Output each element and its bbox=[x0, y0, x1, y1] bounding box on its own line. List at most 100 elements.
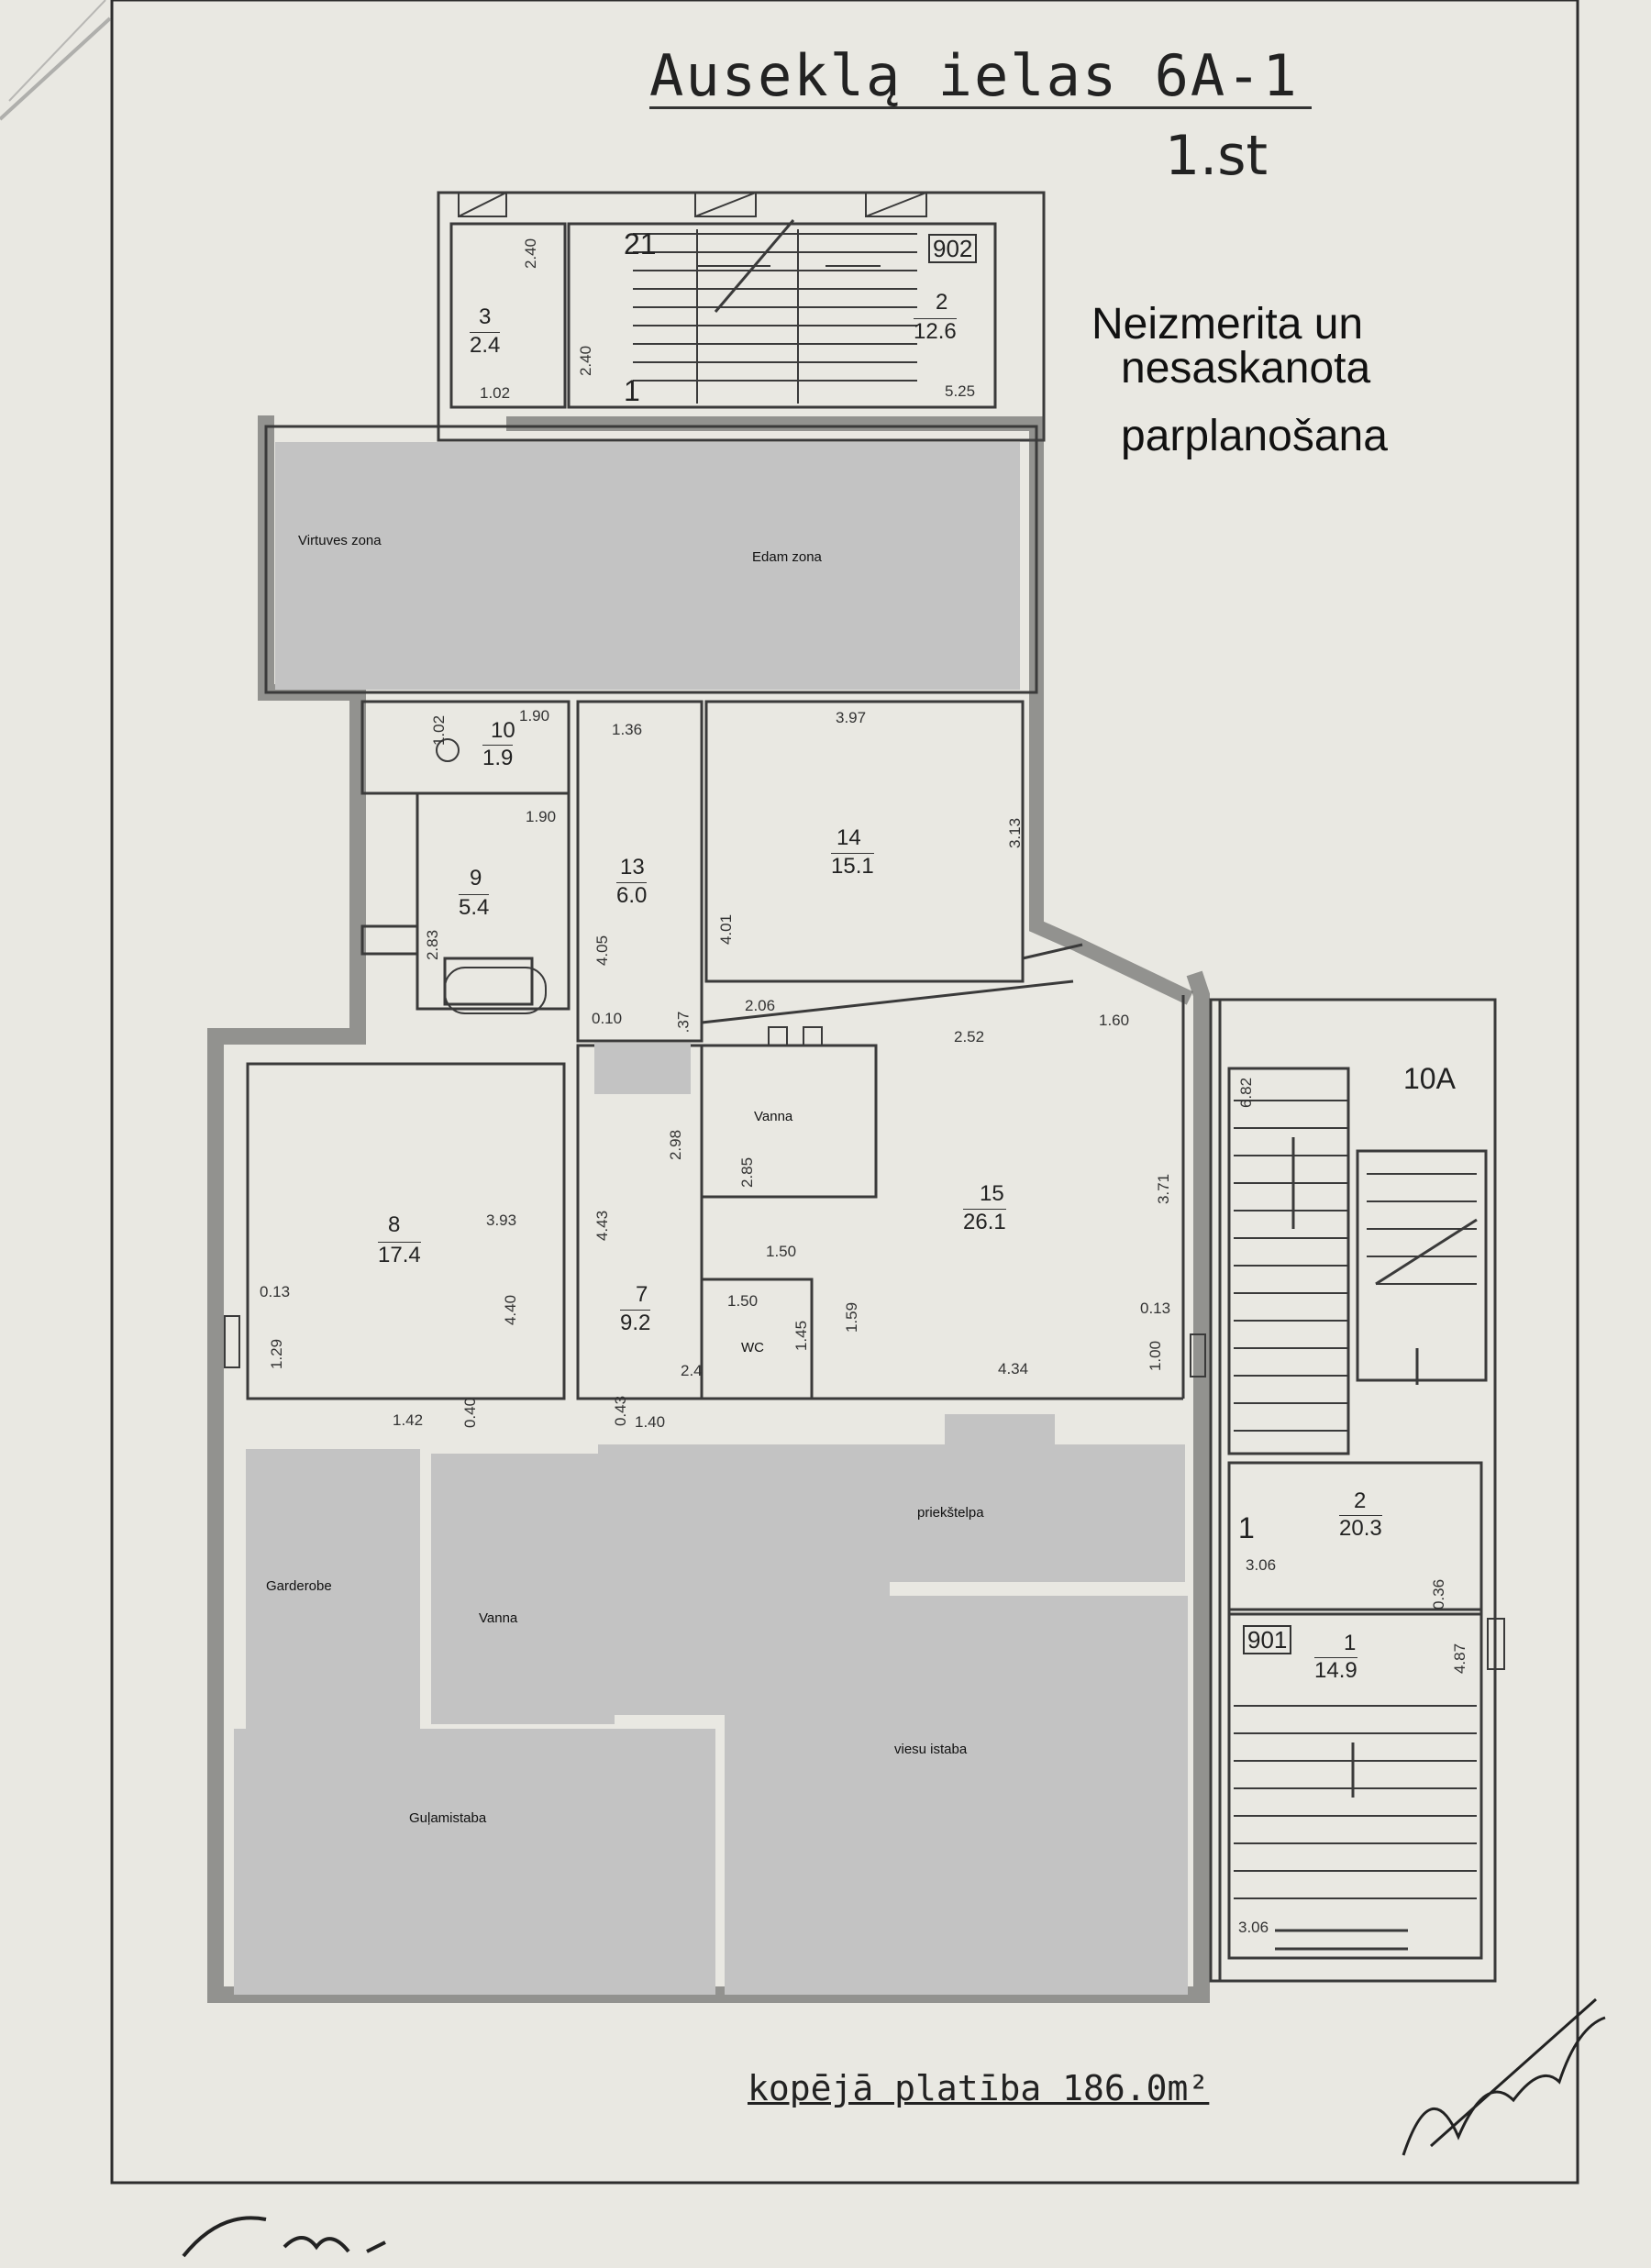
label-wc: WC bbox=[741, 1340, 764, 1355]
room-3-area: 2.4 bbox=[470, 332, 501, 358]
room-1-number: 1 bbox=[1344, 1631, 1357, 1655]
room-10-area: 1.9 bbox=[482, 745, 514, 770]
dim-4-43: 4.43 bbox=[593, 1210, 612, 1242]
dim-0-43: 0.43 bbox=[612, 1395, 630, 1427]
dim-1-60: 1.60 bbox=[1099, 1012, 1130, 1029]
dim-2-40-a: 2.40 bbox=[522, 238, 540, 270]
total-area-label: kopējā platība 186.0m² bbox=[748, 2068, 1210, 2108]
dim-1-50-a: 1.50 bbox=[766, 1243, 797, 1260]
dim-3-93: 3.93 bbox=[486, 1211, 517, 1229]
fixture-square bbox=[803, 1026, 823, 1046]
scan-streak bbox=[0, 17, 112, 121]
window-marker bbox=[224, 1315, 240, 1368]
note-line-2: nesaskanota bbox=[1121, 344, 1371, 393]
room-15-number: 15 bbox=[980, 1181, 1004, 1206]
unit-10A-label: 10A bbox=[1403, 1062, 1456, 1095]
signature-bottom-right bbox=[1402, 1997, 1606, 2156]
note-line-1: Neizmerita un bbox=[1091, 300, 1364, 348]
label-bath-lower: Vanna bbox=[479, 1610, 518, 1626]
room-13-area: 6.0 bbox=[616, 882, 648, 908]
right-stair-treads bbox=[1234, 1100, 1478, 1899]
room-8-area: 17.4 bbox=[378, 1242, 421, 1267]
bathtub-fixture bbox=[444, 967, 547, 1014]
dim-1-36: 1.36 bbox=[612, 721, 643, 738]
note-line-3: parplanošana bbox=[1121, 412, 1388, 460]
signature-bottom-left bbox=[182, 2216, 386, 2258]
dim-1-29: 1.29 bbox=[268, 1338, 286, 1370]
label-hall: priekštelpa bbox=[917, 1505, 984, 1521]
stair-code-901: 901 bbox=[1243, 1625, 1292, 1654]
dim-1-59: 1.59 bbox=[843, 1301, 861, 1333]
room-14-area: 15.1 bbox=[831, 853, 874, 879]
dim-0-37: .37 bbox=[674, 1011, 693, 1034]
inner-walls bbox=[246, 425, 1497, 1983]
dim-2-40-b: 2.40 bbox=[577, 345, 595, 377]
dim-2-98: 2.98 bbox=[667, 1129, 685, 1161]
dim-1-90-a: 1.90 bbox=[519, 707, 550, 725]
room-9-number: 9 bbox=[470, 866, 482, 891]
dim-0-36: 0.36 bbox=[1430, 1578, 1448, 1610]
dim-0-10: 0.10 bbox=[592, 1010, 623, 1027]
dim-2-06: 2.06 bbox=[745, 997, 776, 1014]
dim-0-13-b: 0.13 bbox=[1140, 1300, 1171, 1317]
dim-1-45: 1.45 bbox=[792, 1320, 811, 1352]
dim-1-42: 1.42 bbox=[393, 1411, 424, 1429]
label-living-room: viesu istaba bbox=[894, 1742, 968, 1757]
label-wardrobe: Garderobe bbox=[266, 1578, 332, 1594]
dim-3-97: 3.97 bbox=[836, 709, 867, 726]
dim-3-06-b: 3.06 bbox=[1238, 1919, 1269, 1936]
room-2-top-area: 12.6 bbox=[914, 318, 957, 344]
dim-2-85: 2.85 bbox=[738, 1156, 757, 1189]
window-marker bbox=[1190, 1333, 1206, 1377]
dim-3-71: 3.71 bbox=[1155, 1173, 1173, 1205]
room-2-top-number: 2 bbox=[936, 290, 948, 315]
dim-4-05: 4.05 bbox=[593, 935, 612, 967]
room-10-number: 10 bbox=[491, 718, 515, 743]
plan-title: Auseklą ielas 6A-1 bbox=[649, 42, 1299, 109]
dim-1-02: 1.02 bbox=[480, 384, 511, 402]
dim-0-13-a: 0.13 bbox=[260, 1283, 291, 1300]
dim-1-40: 1.40 bbox=[635, 1413, 666, 1431]
label-bedroom: Guļamistaba bbox=[409, 1810, 487, 1826]
fixture-square bbox=[768, 1026, 788, 1046]
room-1-area: 14.9 bbox=[1314, 1657, 1357, 1683]
drawing-border bbox=[110, 0, 1579, 2185]
room-7-number: 7 bbox=[636, 1282, 648, 1307]
room-2-right-number: 2 bbox=[1354, 1488, 1367, 1513]
dim-1-90-b: 1.90 bbox=[526, 808, 557, 825]
room-2-right-area: 20.3 bbox=[1339, 1515, 1382, 1541]
dim-0-40: 0.40 bbox=[461, 1397, 480, 1429]
room-14-number: 14 bbox=[837, 825, 861, 850]
label-kitchen-zone: Virtuves zona bbox=[298, 533, 382, 548]
label-dining-zone: Edam zona bbox=[752, 549, 822, 565]
dim-2-4: 2.4 bbox=[681, 1362, 703, 1379]
room-13-number: 13 bbox=[620, 855, 645, 880]
dim-1-00: 1.00 bbox=[1147, 1340, 1165, 1372]
dim-4-01: 4.01 bbox=[717, 913, 736, 946]
scan-streak bbox=[8, 0, 106, 102]
room-3-number: 3 bbox=[479, 304, 492, 329]
floor-label: 1.st bbox=[1165, 124, 1269, 188]
dim-6-82: 6.82 bbox=[1237, 1077, 1256, 1109]
dim-1-02-b: 1.02 bbox=[430, 714, 449, 747]
marker-1-right: 1 bbox=[1238, 1511, 1255, 1544]
dim-3-13: 3.13 bbox=[1006, 817, 1025, 849]
room-9-area: 5.4 bbox=[459, 894, 490, 920]
top-stair-block bbox=[437, 191, 1046, 442]
dim-1-50-b: 1.50 bbox=[727, 1292, 759, 1310]
label-bath-small: Vanna bbox=[754, 1109, 793, 1124]
marker-1-top: 1 bbox=[624, 374, 640, 407]
window-marker bbox=[1487, 1618, 1505, 1670]
room-15-area: 26.1 bbox=[963, 1209, 1006, 1234]
dim-4-34: 4.34 bbox=[998, 1360, 1029, 1377]
renovation-overlays bbox=[234, 442, 1188, 1995]
dim-4-40: 4.40 bbox=[502, 1294, 520, 1326]
room-8-number: 8 bbox=[388, 1212, 401, 1237]
door-number: 21 bbox=[624, 227, 657, 260]
dim-2-83: 2.83 bbox=[424, 929, 442, 961]
toilet-fixture bbox=[436, 738, 460, 762]
title-underline bbox=[649, 106, 1312, 109]
dim-3-06-a: 3.06 bbox=[1246, 1556, 1277, 1574]
